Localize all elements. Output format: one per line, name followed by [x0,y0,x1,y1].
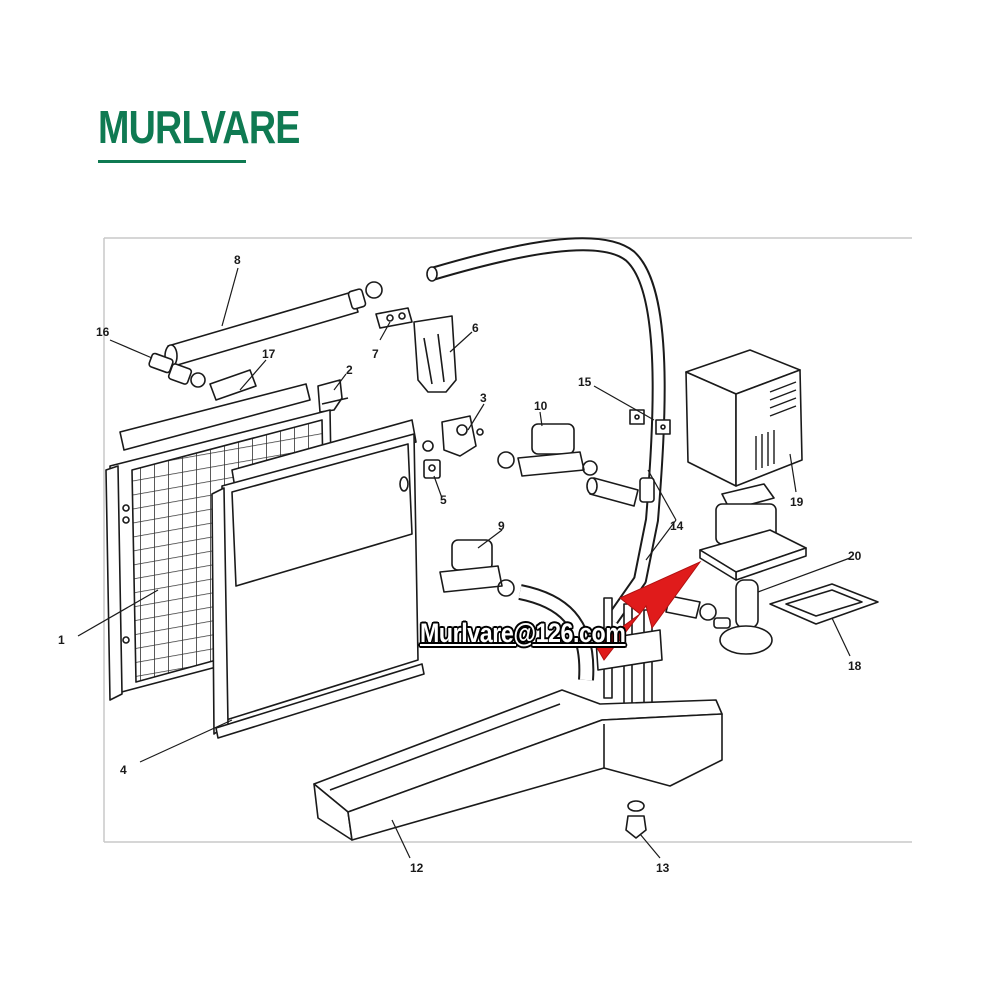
brand-logo-underline [98,160,246,163]
label-18: 18 [848,659,862,673]
label-9: 9 [498,519,505,533]
label-5: 5 [440,493,447,507]
part-6-bracket [413,315,457,393]
label-20: 20 [848,549,862,563]
drain-tube [518,584,595,681]
part-5-clip [423,459,441,479]
part-labels: 8 16 17 2 7 6 3 5 10 15 14 9 19 20 18 1 … [58,253,862,875]
label-2: 2 [346,363,353,377]
part-4-cover-panel [211,419,425,739]
label-13: 13 [656,861,670,875]
part-20-pump-body [713,579,773,655]
part-14-hose [426,237,666,625]
label-15: 15 [578,375,592,389]
outlet-tube [665,595,717,621]
part-16-fitting [148,352,206,388]
diagram-frame [103,237,912,843]
label-16: 16 [96,325,110,339]
part-10-valve [497,423,598,477]
part-19-pump-cover [685,349,803,487]
label-3: 3 [480,391,487,405]
part-13-drain-fitting [625,800,647,839]
label-7: 7 [372,347,379,361]
leader-lines [77,267,851,859]
part-12-drip-tray [313,689,723,841]
label-8: 8 [234,253,241,267]
part-18-gasket [769,583,879,625]
part-17-sleeve [209,369,257,401]
label-14: 14 [670,519,684,533]
label-19: 19 [790,495,804,509]
label-6: 6 [472,321,479,335]
highlight-arrow [595,560,702,661]
brand-logo: MURLVARE [98,101,300,153]
label-10: 10 [534,399,548,413]
watermark-email: Murlvare@126.com [420,618,626,648]
part-2-clip [317,379,349,413]
label-1: 1 [58,633,65,647]
label-4: 4 [120,763,127,777]
part-15-clips [629,409,671,435]
part-7-bracket [375,307,413,329]
pump-motor [699,483,807,581]
part-9-valve [439,539,515,597]
part-3-holder [422,415,484,457]
hose-segment [586,477,655,507]
label-17: 17 [262,347,276,361]
label-12: 12 [410,861,424,875]
